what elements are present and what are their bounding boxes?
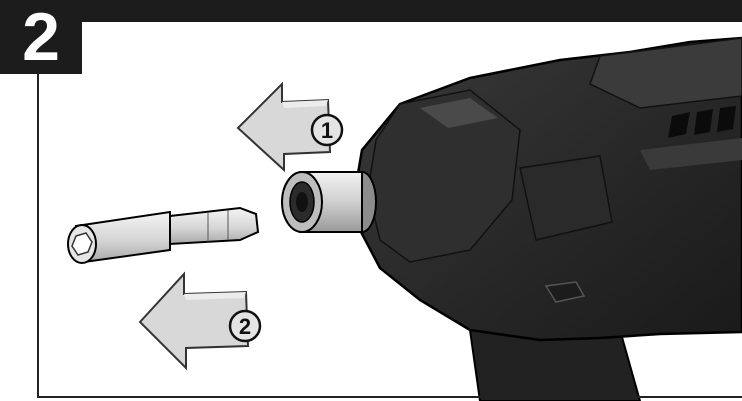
bit-holder-icon: [68, 208, 258, 263]
chuck-collar: [282, 172, 376, 232]
impact-driver-icon: [356, 38, 742, 401]
callout-2: 2: [230, 311, 260, 341]
callout-1: 1: [312, 115, 342, 145]
callout-1-label: 1: [321, 118, 333, 143]
step-number-badge: 2: [0, 0, 82, 74]
frame-border-left: [37, 62, 39, 398]
callout-2-label: 2: [239, 314, 251, 339]
frame-border-bottom: [37, 396, 742, 398]
